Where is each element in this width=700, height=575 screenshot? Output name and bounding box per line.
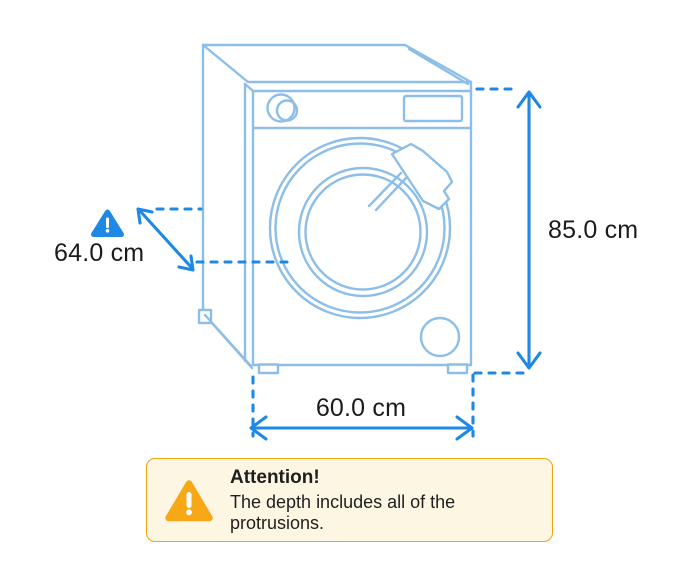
warning-triangle-icon	[165, 479, 213, 521]
arrow-left-icon	[249, 415, 268, 441]
washer-foot-left	[257, 363, 280, 375]
door-glass-shine-2	[374, 176, 408, 212]
depth-dimension	[91, 207, 291, 272]
depth-arrow-line	[139, 210, 193, 269]
arrow-down-right-icon	[177, 254, 195, 272]
width-dimension	[249, 373, 475, 441]
washer-foot-right	[446, 363, 469, 375]
display-panel	[402, 94, 464, 123]
arrow-right-icon	[455, 415, 474, 441]
control-knob-inner	[275, 99, 299, 122]
attention-title: Attention!	[230, 466, 320, 488]
warning-exclamation-dot	[186, 508, 192, 515]
door-glass-outer	[297, 166, 429, 298]
attention-box: Attention! The depth includes all of the…	[146, 458, 553, 542]
door-handle	[390, 142, 454, 211]
control-knob-outer	[266, 93, 296, 123]
washing-machine-illustration	[197, 43, 473, 375]
door-ring-inner	[274, 142, 446, 314]
washer-top-face	[201, 43, 473, 84]
warning-triangle-icon	[91, 209, 124, 237]
warning-exclamation-dot	[105, 229, 110, 233]
washer-corner-bevel	[243, 82, 255, 93]
door-glass-inner	[304, 173, 422, 291]
height-dimension	[473, 87, 542, 375]
arrow-up-icon	[516, 90, 542, 109]
filter-door	[419, 316, 461, 358]
door-ring-outer	[268, 136, 452, 320]
attention-message: The depth includes all of the protrusion…	[230, 491, 456, 533]
width-dimension-label: 60.0 cm	[315, 394, 407, 422]
arrow-down-icon	[516, 351, 542, 370]
washer-top-face-inner-edge	[407, 47, 470, 86]
attention-text-block: Attention! The depth includes all of the…	[230, 467, 538, 534]
door-glass-shine	[367, 171, 403, 208]
height-dimension-label: 85.0 cm	[548, 216, 639, 244]
depth-dimension-label: 64.0 cm	[54, 239, 145, 267]
arrow-up-left-icon	[136, 207, 154, 225]
washer-front-panel	[251, 89, 473, 367]
